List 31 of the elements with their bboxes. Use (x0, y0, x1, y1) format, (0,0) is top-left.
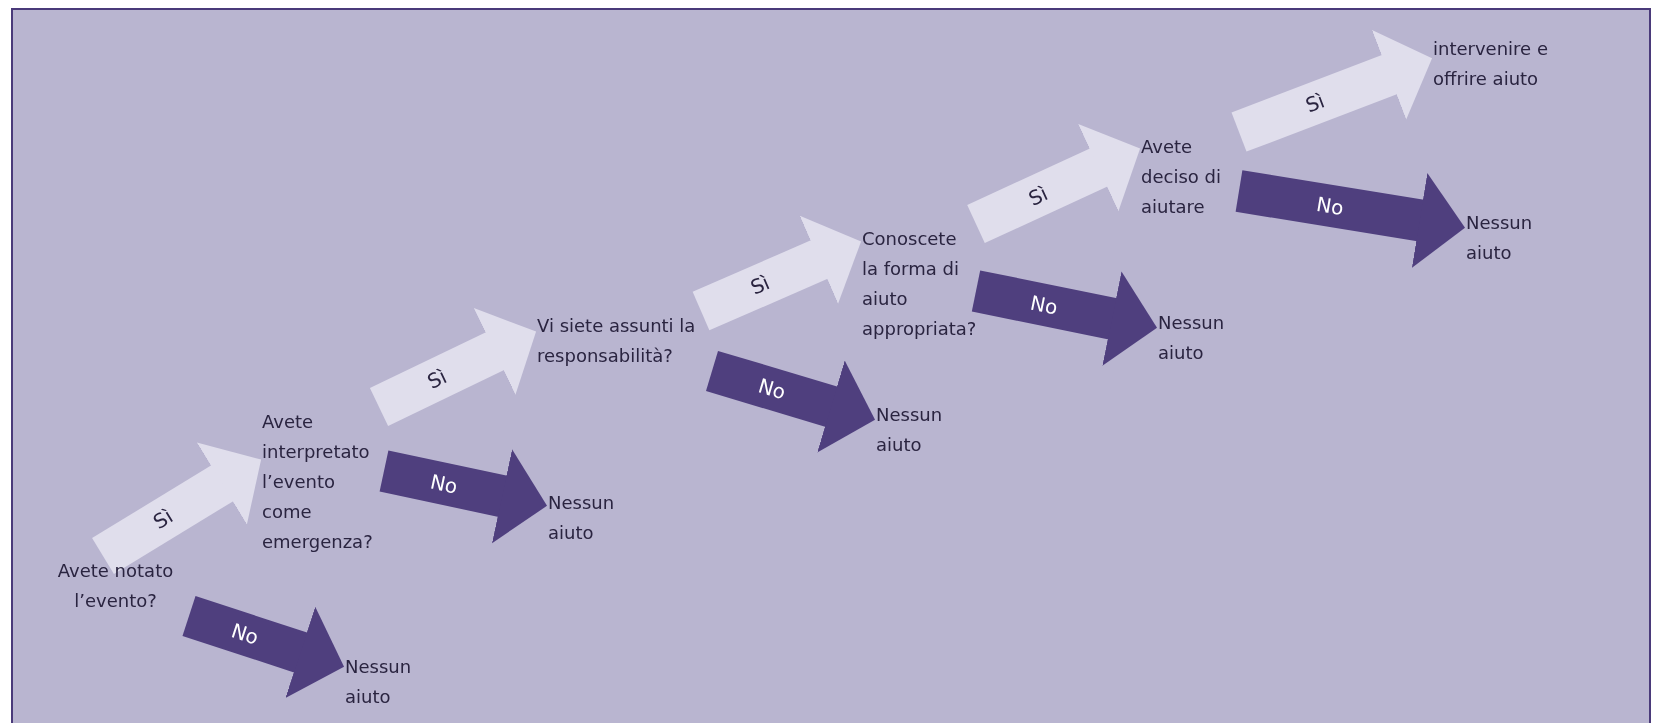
question-text: Conoscete la forma di aiuto appropriata? (862, 224, 976, 344)
block-arrow (369, 308, 537, 426)
outcome-text: Nessun aiuto (1158, 308, 1253, 368)
block-arrow (1231, 29, 1433, 152)
question-text: Vi siete assunti la responsabilità? (537, 311, 712, 371)
edge-label: Sì (423, 364, 451, 394)
edge-label: No (427, 469, 460, 499)
outcome-text: Nessun aiuto (1466, 208, 1561, 268)
edge-label: No (1028, 290, 1061, 320)
outcome-text: Nessun aiuto (876, 400, 971, 460)
edge-label: No (1314, 191, 1346, 220)
block-arrow (692, 215, 862, 331)
block-arrow (379, 449, 547, 544)
question-text: Avete notato l’evento? (38, 556, 193, 616)
edge-label: No (228, 618, 262, 650)
block-arrow (182, 596, 345, 698)
outcome-text: Nessun aiuto (548, 488, 643, 548)
outcome-text: Nessun aiuto (345, 652, 440, 712)
edge-label: Sì (747, 270, 774, 300)
block-arrow (1235, 170, 1465, 268)
block-arrow (971, 270, 1157, 366)
edge-label: Sì (148, 504, 177, 535)
block-arrow (967, 124, 1141, 244)
outcome-text: intervenire e offrire aiuto (1433, 34, 1573, 94)
question-text: Avete interpretato l’evento come emergenza? (262, 407, 384, 557)
edge-label: Sì (1301, 88, 1328, 118)
edge-label: No (755, 373, 789, 405)
edge-label: Sì (1024, 180, 1051, 211)
block-arrow (92, 442, 262, 574)
block-arrow (706, 350, 876, 453)
question-text: Avete deciso di aiutare (1141, 132, 1239, 222)
